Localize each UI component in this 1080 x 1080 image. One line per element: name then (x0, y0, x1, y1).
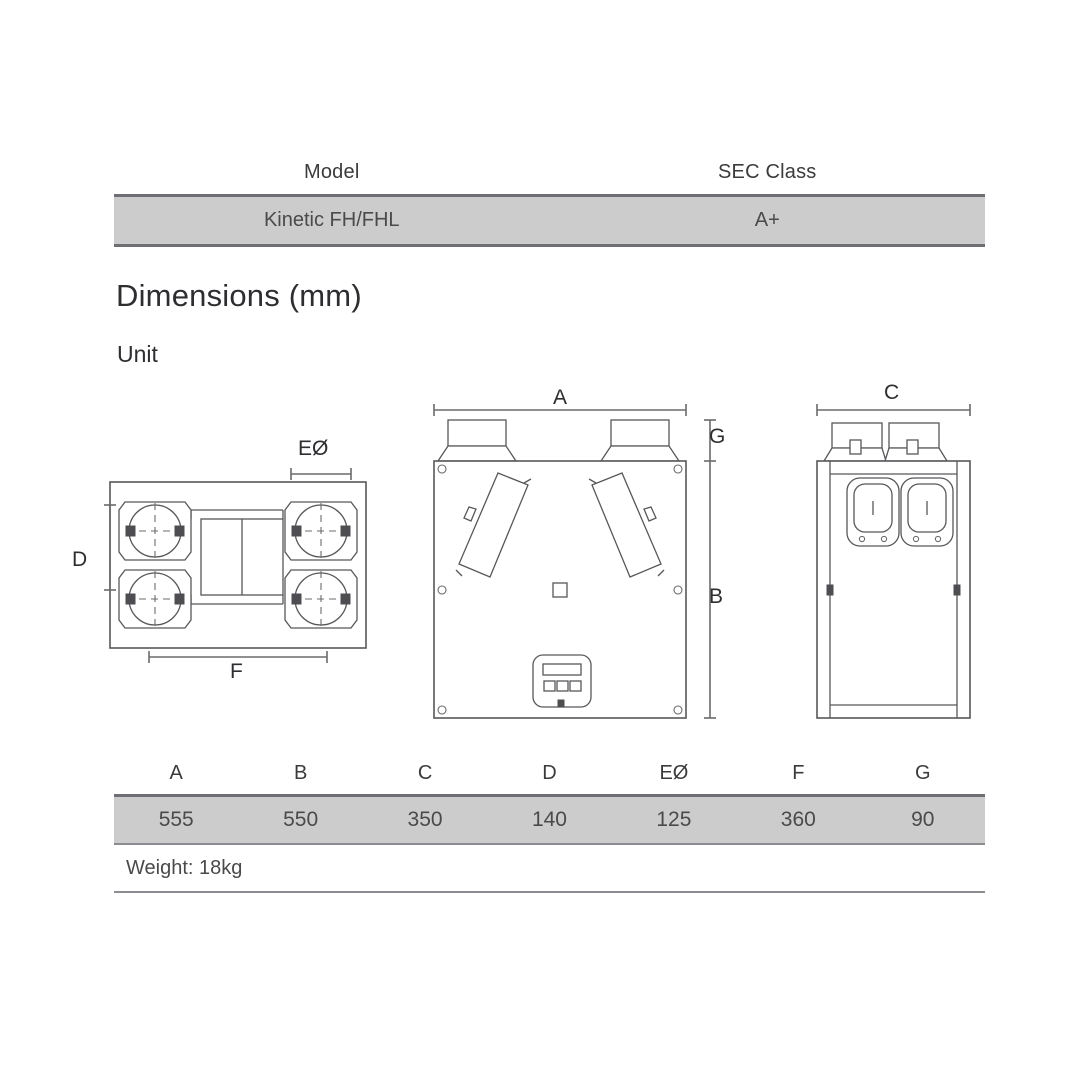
top-view-duct-top-left (118, 501, 192, 561)
top-view-drawing (104, 468, 367, 663)
dim-header-g: G (914, 761, 931, 784)
dimension-table-bottom-rule (114, 891, 985, 893)
control-panel-button-3 (569, 680, 582, 692)
side-view-clip-right (953, 584, 961, 596)
spec-table-bottom-rule (114, 244, 985, 247)
spec-header-sec-class: SEC Class (718, 160, 817, 183)
spec-value-model: Kinetic FH/FHL (263, 209, 400, 231)
top-view-core-connector-edges (190, 510, 284, 604)
dimension-table-data-row: 555 550 350 140 125 360 90 (114, 797, 985, 843)
weight-row: Weight: 18kg (114, 845, 985, 891)
front-view-filter-left (455, 472, 532, 578)
top-view-core-connectors (191, 509, 283, 605)
spec-table-data-row: Kinetic FH/FHL A+ (114, 197, 985, 244)
control-panel-button-1 (543, 680, 556, 692)
dim-value-a: 555 (158, 808, 194, 831)
dim-value-b: 550 (283, 808, 319, 831)
label-g: G (709, 425, 726, 448)
top-view-duct-bottom-right (284, 569, 358, 629)
label-b: B (709, 585, 724, 608)
control-panel-display (542, 663, 582, 676)
dim-value-d: 140 (531, 808, 567, 831)
dim-header-b: B (293, 761, 308, 784)
front-view-control-panel (532, 654, 592, 708)
front-view-filter-right (588, 472, 665, 578)
label-c: C (884, 381, 900, 404)
control-panel-button-2 (556, 680, 569, 692)
dimension-table: A B C D EØ F G 555 550 350 140 125 360 9… (114, 752, 985, 893)
spec-table-top-rule (114, 194, 985, 197)
dimension-line-c (816, 404, 971, 416)
dimension-line-e-diameter (290, 468, 352, 480)
side-view-clip-left (826, 584, 834, 596)
dimension-table-header-row: A B C D EØ F G (114, 752, 985, 794)
dim-value-c: 350 (407, 808, 443, 831)
front-view-fixing-screws (437, 464, 683, 715)
dim-header-f: F (792, 761, 805, 784)
front-view-drawing (433, 404, 716, 719)
spec-value-sec-class: A+ (754, 209, 780, 231)
dim-header-d: D (542, 761, 557, 784)
subtitle-unit: Unit (117, 341, 158, 367)
top-view-duct-bottom-left (118, 569, 192, 629)
dim-header-a: A (169, 761, 183, 784)
dimension-line-d (104, 504, 116, 591)
spec-header-model: Model (304, 160, 360, 183)
top-view-core-block (200, 518, 284, 596)
front-view-centre-marker (552, 582, 568, 598)
dim-value-g: 90 (911, 808, 935, 831)
front-view-spigot-right (599, 419, 681, 462)
side-view-drawing (816, 404, 971, 719)
label-f: F (230, 660, 243, 683)
dimension-table-top-rule (114, 794, 985, 797)
dim-header-e: EØ (659, 761, 689, 784)
dim-header-c: C (417, 761, 433, 784)
side-view-fan-right (900, 477, 954, 547)
label-d: D (72, 548, 88, 571)
top-view-duct-top-right (284, 501, 358, 561)
side-view-spigot-right (884, 422, 949, 462)
model-spec-table: Model SEC Class Kinetic FH/FHL A+ (114, 150, 985, 247)
front-view-housing-outline (433, 460, 687, 719)
front-view-spigot-left (436, 419, 518, 462)
side-view-spigot-left (822, 422, 887, 462)
dim-value-e: 125 (656, 808, 692, 831)
top-view-housing-outline (109, 481, 367, 649)
spec-table-header-row: Model SEC Class (114, 150, 985, 194)
control-panel-connector (557, 699, 565, 708)
label-e-diameter: EØ (298, 437, 329, 460)
dim-value-f: 360 (780, 808, 816, 831)
dimension-table-mid-rule (114, 843, 985, 845)
page-title-dimensions: Dimensions (mm) (116, 278, 362, 313)
label-a: A (553, 386, 568, 409)
side-view-fan-left (846, 477, 900, 547)
side-view-housing-outline (816, 460, 971, 719)
